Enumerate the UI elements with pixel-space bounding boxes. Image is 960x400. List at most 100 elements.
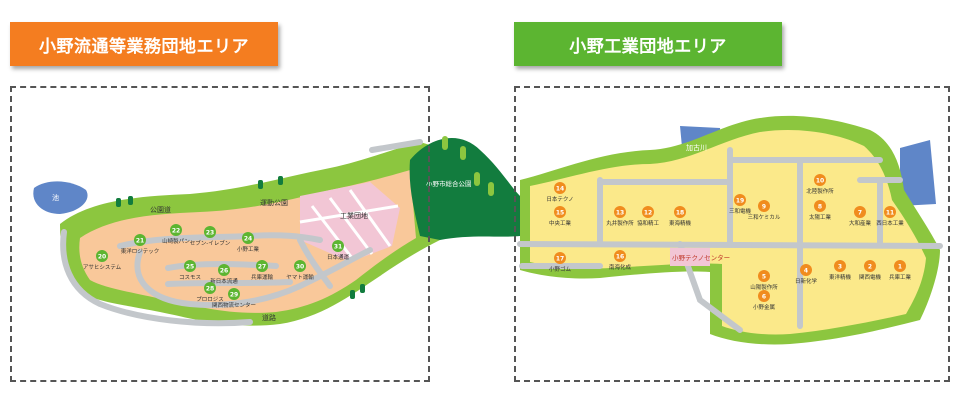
facility-name: 東海精機	[669, 219, 692, 227]
facility-number: 24	[244, 236, 252, 243]
facility-name: 南海化成	[609, 263, 632, 271]
facility-badge	[758, 270, 770, 282]
facility-name: 小野金属	[753, 303, 775, 311]
facility-number: 9	[762, 204, 766, 211]
facility-badge	[800, 264, 812, 276]
label-sports-park: 運動公園	[260, 198, 288, 207]
facility-badge	[184, 260, 196, 272]
left-trees	[116, 176, 365, 299]
forest-trees	[442, 136, 494, 196]
right-roads	[517, 147, 943, 333]
facility-badge	[758, 200, 770, 212]
facility-name: 太陽工業	[809, 213, 832, 221]
area-tab-ono-industrial[interactable]: 小野工業団地エリア	[514, 22, 782, 66]
facility-name: アサヒシステム	[83, 264, 122, 271]
river-east	[900, 140, 936, 206]
facility-badge	[554, 182, 566, 194]
facility-marker[interactable]: 19 三和電機	[729, 194, 752, 215]
facility-badge	[642, 206, 654, 218]
facility-name: 中央工業	[549, 219, 572, 227]
facility-number: 19	[736, 198, 744, 205]
facility-name: 山陽製作所	[750, 283, 778, 291]
facility-number: 8	[818, 204, 822, 211]
facility-number: 17	[556, 256, 564, 263]
facility-number: 20	[98, 254, 106, 261]
facility-name: 日新化学	[795, 277, 818, 285]
facility-marker[interactable]: 27 兵庫運輸	[251, 260, 274, 281]
facility-marker[interactable]: 15 中央工業	[549, 206, 572, 227]
facility-number: 7	[858, 210, 862, 217]
facility-marker[interactable]: 8 太陽工業	[809, 200, 832, 221]
facility-number: 29	[230, 292, 238, 299]
facility-number: 6	[762, 294, 766, 301]
facility-badge	[554, 206, 566, 218]
facility-name: 丸井製作所	[606, 219, 634, 227]
facility-name: 東洋精機	[829, 273, 852, 281]
facility-badge	[242, 232, 254, 244]
facility-badge	[614, 250, 626, 262]
facility-name: 小野ゴム	[549, 265, 572, 273]
facility-badge	[814, 200, 826, 212]
facility-name: プロロジス	[196, 296, 224, 303]
label-pond: 池	[52, 193, 59, 202]
facility-badge	[734, 194, 746, 206]
facility-name: 関西物流センター	[212, 301, 256, 309]
facility-badge	[170, 224, 182, 236]
facility-name: 三和電機	[729, 207, 752, 215]
area-tab-label: 小野流通等業務団地エリア	[39, 36, 249, 57]
facility-badge	[758, 290, 770, 302]
facility-name: 東洋ロジテック	[121, 247, 160, 255]
facility-number: 27	[258, 264, 266, 271]
facility-marker[interactable]: 16 南海化成	[609, 250, 632, 271]
pond	[33, 181, 88, 214]
facility-name: 兵庫運輸	[251, 273, 274, 281]
connector-forest	[409, 137, 520, 240]
facility-marker[interactable]: 29 関西物流センター	[212, 288, 256, 309]
facility-number: 16	[616, 254, 624, 261]
facility-badge	[332, 240, 344, 252]
facility-name: 協和精工	[637, 219, 660, 227]
facility-marker[interactable]: 20 アサヒシステム	[83, 250, 122, 271]
label-factory: 工業団地	[340, 211, 368, 220]
residential-streets	[299, 189, 399, 259]
facility-number: 22	[172, 228, 180, 235]
facility-badge	[256, 260, 268, 272]
facility-number: 4	[804, 268, 808, 275]
facility-badge	[554, 252, 566, 264]
facility-badge	[204, 226, 216, 238]
facility-marker[interactable]: 12 協和精工	[637, 206, 660, 227]
facility-number: 11	[886, 210, 894, 217]
label-park: 小野市総合公園	[426, 179, 472, 188]
facility-number: 12	[644, 210, 652, 217]
facility-number: 25	[186, 264, 194, 271]
facility-marker[interactable]: 17 小野ゴム	[549, 252, 572, 273]
facility-name: コスモス	[179, 274, 201, 281]
techno-center-block	[670, 248, 710, 266]
area-tab-ono-logistics[interactable]: 小野流通等業務団地エリア	[10, 22, 278, 66]
facility-marker[interactable]: 25 コスモス	[179, 260, 201, 281]
facility-number: 30	[296, 264, 304, 271]
facility-marker[interactable]: 4 日新化学	[795, 264, 818, 285]
facility-number: 15	[556, 210, 564, 217]
facility-marker[interactable]: 6 小野金属	[753, 290, 775, 311]
